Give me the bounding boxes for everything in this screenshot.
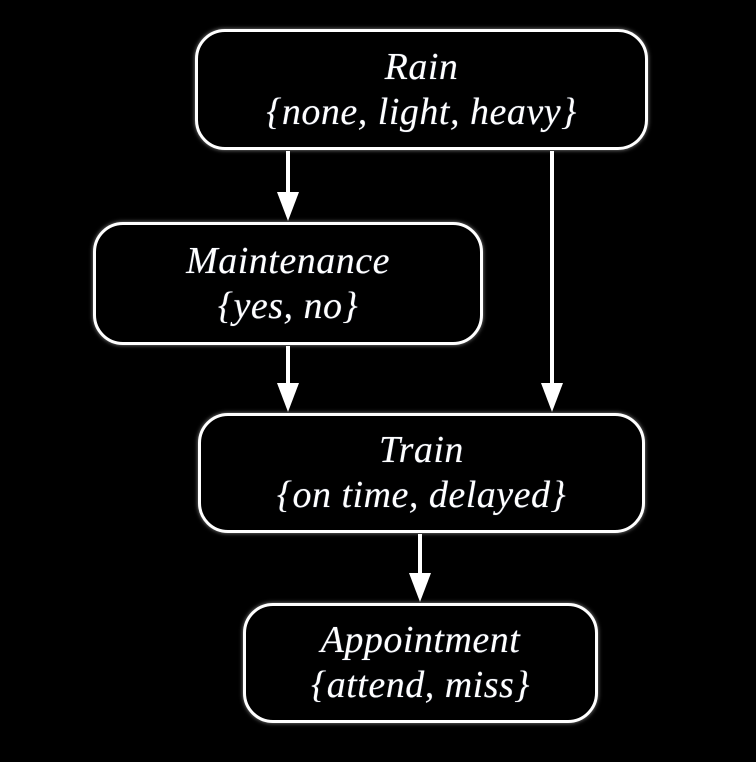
node-maintenance[interactable]: Maintenance {yes, no} [93, 222, 483, 345]
node-rain-label: Rain [384, 45, 459, 88]
node-appointment-label: Appointment [320, 619, 521, 662]
edge-rain-to-train [541, 151, 563, 412]
node-appointment[interactable]: Appointment {attend, miss} [243, 603, 598, 723]
node-rain[interactable]: Rain {none, light, heavy} [195, 29, 648, 150]
node-maintenance-label: Maintenance [186, 239, 390, 282]
edge-maintenance-to-train [277, 346, 299, 412]
node-train-states: {on time, delayed} [276, 474, 567, 516]
edge-rain-to-maintenance [277, 151, 299, 221]
node-appointment-states: {attend, miss} [311, 664, 530, 706]
node-train-label: Train [379, 429, 464, 472]
node-rain-states: {none, light, heavy} [266, 90, 577, 133]
node-maintenance-states: {yes, no} [217, 284, 359, 327]
edge-train-to-appointment [409, 534, 431, 602]
node-train[interactable]: Train {on time, delayed} [198, 413, 645, 533]
